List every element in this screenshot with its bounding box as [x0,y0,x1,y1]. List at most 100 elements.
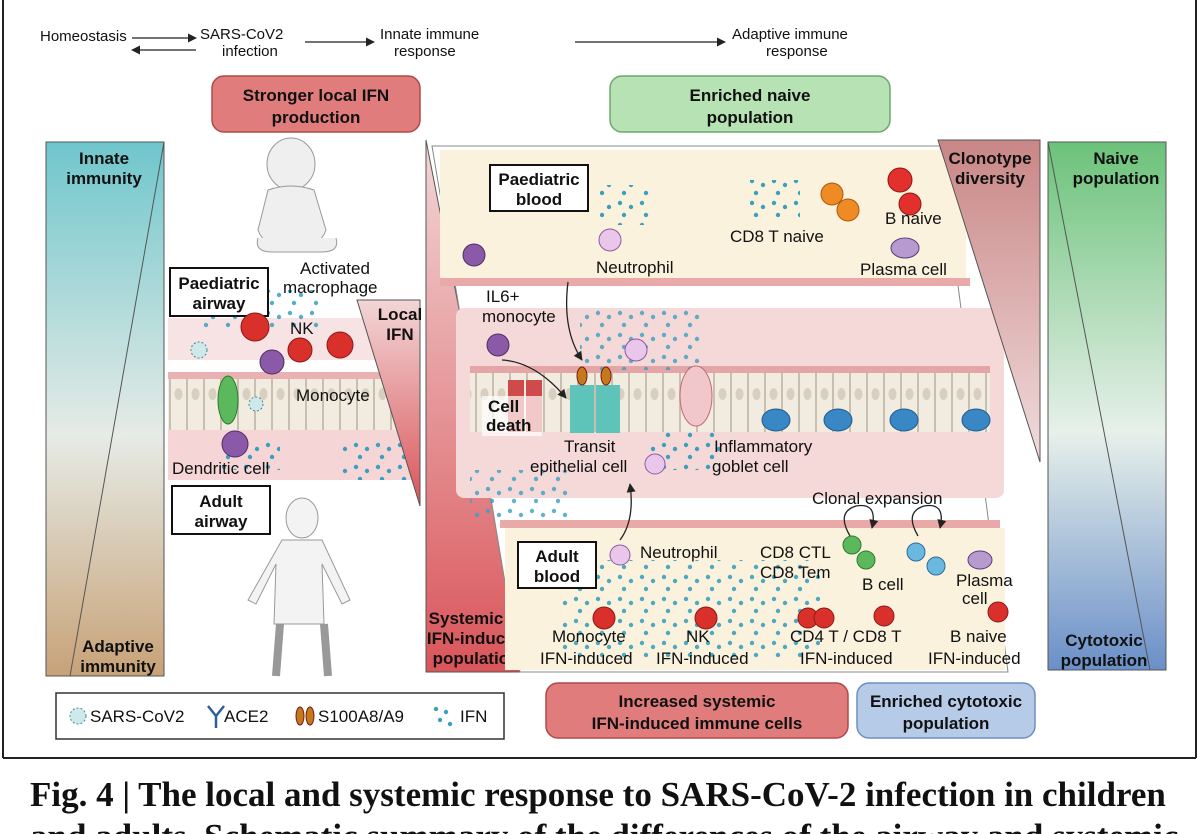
adult-airway-line2: airway [195,512,248,531]
s100-marker-2 [600,366,612,386]
child-silhouette [256,137,338,253]
b-naive-cell-1 [887,167,913,193]
label-inflammatory-line2: goblet cell [712,457,789,476]
label-b-cell: B cell [862,575,904,594]
box-naive-line2: population [707,108,794,127]
label-b-naive-ifn-line1: B naive [950,627,1007,646]
label-dendritic-cell: Dendritic cell [172,459,269,478]
legend: SARS-CoV2 ACE2 S100A8/A9 IFN [55,692,505,740]
bar-clonotype-diversity: Clonotype diversity [937,139,1041,463]
adult-blood-line2: blood [534,567,580,586]
s100-protein-icon [295,706,305,726]
bar-adaptive-line1: Adaptive [82,637,154,656]
bar-systemic-line2: IFN-induced [427,629,525,648]
paediatric-airway-line2: airway [193,294,246,313]
neutrophil-bottom-cell [609,544,631,566]
sars-virus [190,341,208,359]
flow-innate-line2: response [394,43,456,60]
macrophage-purple-cell [259,349,285,375]
cd8-ifn-cell [813,607,835,629]
monocyte-purple-top [462,243,486,267]
caption-line2: and adults. Schematic summary of the dif… [30,816,1190,834]
adult-blood-line1: Adult [535,547,579,566]
airway-cells [190,312,354,458]
blood-cells-bottom [592,535,1009,630]
legend-sars: SARS-CoV2 [90,707,184,726]
bar-naive-line2: population [1073,169,1160,188]
cell-death-line2: death [486,416,531,435]
b-cell-1 [906,542,926,562]
bar-naive-cytotoxic: Naive population Cytotoxic population [1047,141,1167,671]
label-cd8-t-naive: CD8 T naive [730,227,824,246]
paediatric-blood-line2: blood [516,190,562,209]
box-systemic-line1: Increased systemic [619,692,776,711]
label-cd4-cd8-line2: IFN-induced [800,649,893,668]
clonal-loop-2 [911,504,947,537]
figure-caption: Fig. 4 | The local and systemic response… [30,774,1190,834]
flow-infection-line2: infection [222,43,278,60]
legend-ace2: ACE2 [224,707,268,726]
flow-infection-line1: SARS-CoV2 [200,26,283,43]
arrow-neutrophil-to-airway [565,281,583,361]
label-monocyte-ifn-line2: IFN-induced [540,649,633,668]
neutrophil-top-cell [598,228,622,252]
sars-virus-2 [248,396,264,412]
bar-systemic-line3: population [433,649,520,668]
label-inflammatory-line1: Inflammatory [714,437,813,456]
label-adult-airway: Adult airway [171,485,271,535]
plasma-cell-top-cell [890,237,920,259]
cell-death-line1: Cell [488,397,519,416]
caption-line1: Fig. 4 | The local and systemic response… [30,775,1166,814]
neutrophil-lower-airway [644,453,666,475]
box-local-ifn-line2: production [272,108,361,127]
s100-marker-1 [576,366,588,386]
bar-naive-line1: Naive [1093,149,1138,168]
paediatric-airway-line1: Paediatric [178,274,259,293]
cd8-ctl-cell-1 [842,535,862,555]
basal-cell-2 [823,408,853,432]
bar-cytotoxic-line2: population [1061,651,1148,670]
transit-cell-1 [570,385,594,433]
s100-protein-icon-2 [305,706,315,726]
label-plasma-line1: Plasma [956,571,1013,590]
bar-systemic-line1: Systemic [429,609,504,628]
adult-silhouette [247,497,351,677]
blood-cells-top [462,167,922,267]
ifn-dots-icon [433,706,453,727]
bar-local-ifn: Local IFN [356,299,422,507]
monocyte-ifn-cell [592,606,616,630]
clonal-loop-1 [843,504,879,537]
ace2-receptor-icon [207,705,225,728]
bar-innate-line1: Innate [79,149,129,168]
b-naive-cell-2 [898,192,922,216]
bar-adaptive-line2: immunity [80,657,156,676]
box-increased-systemic: Increased systemic IFN-induced immune ce… [545,682,849,739]
box-cytotoxic-line1: Enriched cytotoxic [870,692,1022,711]
paediatric-blood-line1: Paediatric [498,170,579,189]
label-neutrophil-top: Neutrophil [596,258,674,277]
label-nk-ifn-line1: NK [686,627,710,646]
transit-cell-2 [596,385,620,433]
label-paediatric-blood: Paediatric blood [489,164,589,212]
label-clonal-expansion: Clonal expansion [812,489,942,508]
basal-cell-4 [961,408,991,432]
label-b-naive-ifn-line2: IFN-induced [928,649,1021,668]
label-cd8-tem: CD8 Tem [760,563,831,582]
central-panel [431,145,1009,673]
flow-adaptive-line2: response [766,43,828,60]
arrow-monocyte-to-airway [501,359,567,399]
label-nk: NK [290,319,314,338]
label-monocyte: Monocyte [296,386,370,405]
box-enriched-naive: Enriched naive population [609,75,891,133]
label-plasma-cell-top: Plasma cell [860,260,947,279]
monocyte-cell [326,331,354,359]
bar-local-ifn-line2: IFN [386,325,413,344]
b-naive-ifn-cell-2 [987,601,1009,623]
inflammatory-goblet-cell [679,365,713,427]
label-b-naive-top: B naive [885,209,942,228]
box-systemic-line2: IFN-induced immune cells [592,714,803,733]
label-paediatric-airway: Paediatric airway [169,267,269,317]
neutrophil-airway-cell [624,338,648,362]
flow-adaptive-line1: Adaptive immune [732,26,848,43]
